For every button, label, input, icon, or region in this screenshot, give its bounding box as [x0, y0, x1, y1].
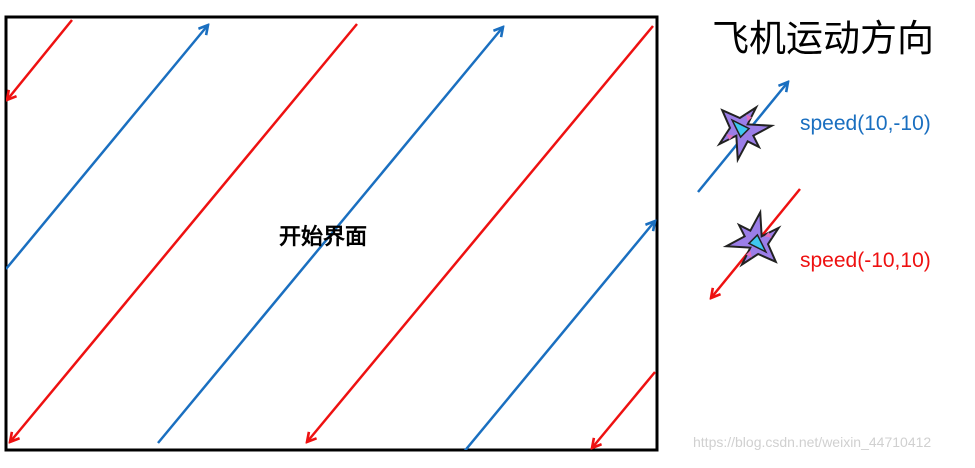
- blue-arrow-3: [463, 221, 655, 450]
- red-arrow-3: [307, 25, 654, 442]
- speed-down-left-label: speed(-10,10): [800, 249, 931, 272]
- red-arrow-1: [7, 19, 73, 100]
- plane-up-right-icon: [716, 104, 776, 164]
- watermark-text: https://blog.csdn.net/weixin_44710412: [693, 434, 932, 450]
- red-arrow-4: [592, 371, 656, 448]
- motion-arrows-group: [6, 19, 656, 450]
- red-arrow-2: [10, 23, 358, 442]
- start-screen-title: 开始界面: [279, 225, 368, 250]
- blue-arrow-1: [6, 25, 208, 270]
- legend-title: 飞机运动方向: [712, 17, 934, 60]
- blue-arrow-2: [157, 27, 503, 444]
- speed-up-right-label: speed(10,-10): [800, 112, 931, 135]
- plane-down-left-icon: [722, 208, 782, 268]
